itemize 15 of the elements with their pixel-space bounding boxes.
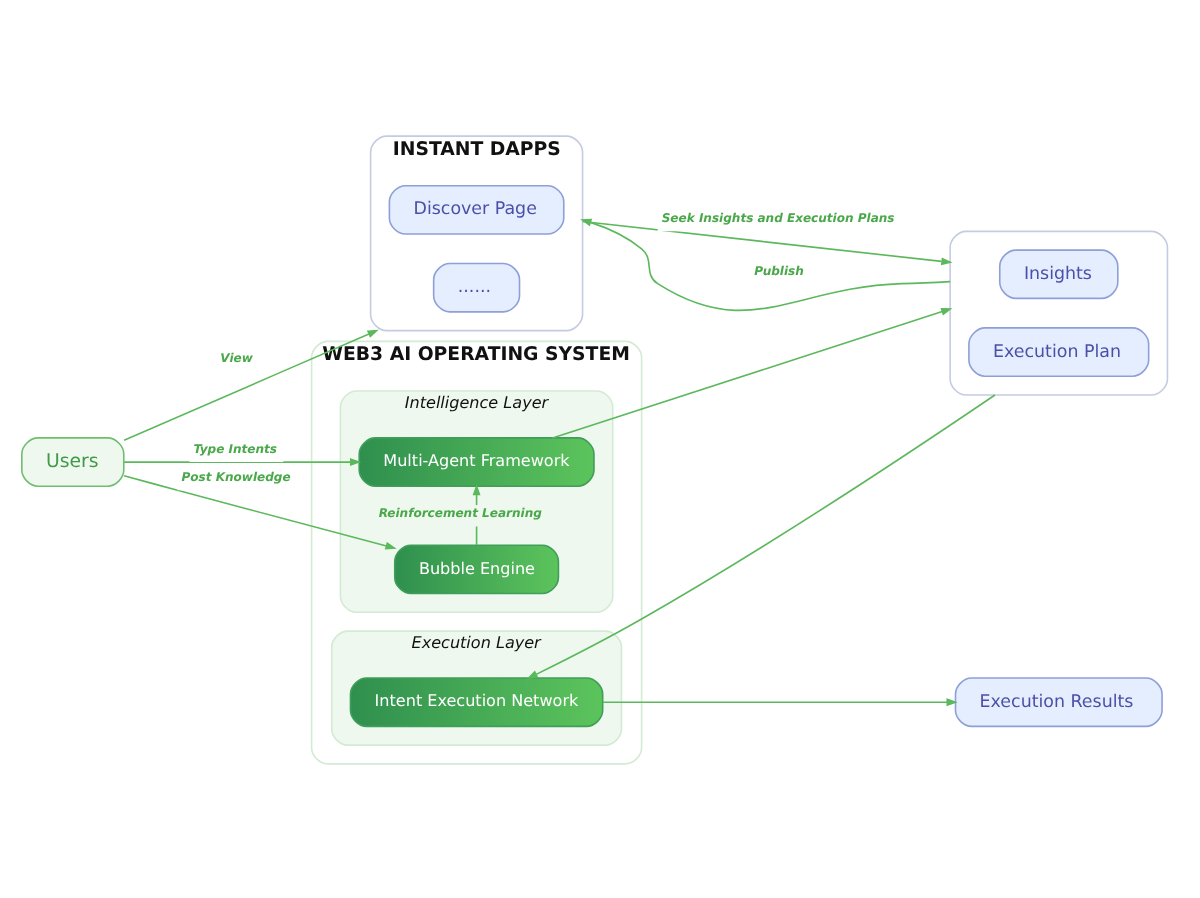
arrow [123, 328, 379, 441]
node-box: Users [21, 436, 125, 487]
arrow [123, 457, 362, 466]
arrow [526, 393, 996, 679]
arrow [602, 697, 958, 706]
arrow [580, 217, 951, 311]
node-box: Execution Plan [968, 326, 1150, 377]
arrow [581, 219, 953, 265]
node-box: ...... [432, 261, 521, 312]
cluster [949, 229, 1169, 395]
node-box: Insights [998, 248, 1119, 299]
node-box: Discover Page [388, 183, 565, 234]
node-box: Execution Results [954, 676, 1163, 727]
arrow [123, 473, 397, 549]
arrow [551, 307, 953, 438]
